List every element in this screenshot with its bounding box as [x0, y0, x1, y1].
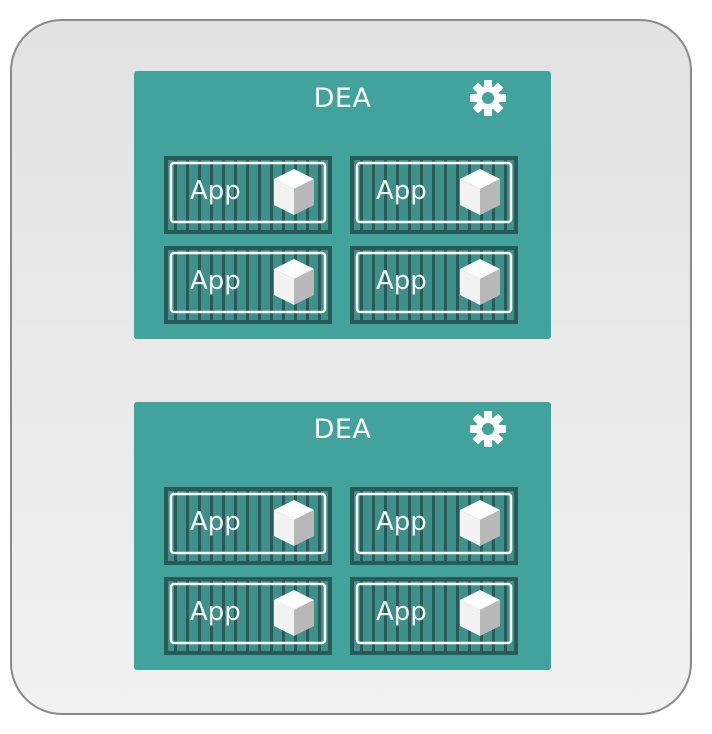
- app-container: App: [350, 487, 518, 565]
- cube-icon: [274, 590, 314, 636]
- cube-icon: [274, 500, 314, 546]
- app-label: App: [190, 176, 241, 206]
- app-label: App: [190, 597, 241, 627]
- gear-icon: [469, 410, 507, 448]
- dea-panel-2: DEA: [134, 402, 551, 670]
- app-label: App: [190, 266, 241, 296]
- app-label: App: [376, 597, 427, 627]
- app-container: App: [164, 487, 332, 565]
- dea-title: DEA: [313, 83, 372, 114]
- app-container: App: [350, 246, 518, 324]
- app-container: App: [164, 156, 332, 234]
- dea-title: DEA: [313, 414, 372, 445]
- app-label: App: [376, 176, 427, 206]
- app-label: App: [376, 266, 427, 296]
- dea-panel-1: DEA: [134, 71, 551, 339]
- cube-icon: [460, 259, 500, 305]
- cube-icon: [460, 500, 500, 546]
- cube-icon: [274, 259, 314, 305]
- app-container: App: [350, 577, 518, 655]
- gear-icon: [469, 79, 507, 117]
- app-label: App: [376, 507, 427, 537]
- cube-icon: [460, 590, 500, 636]
- app-container: App: [350, 156, 518, 234]
- cube-icon: [460, 169, 500, 215]
- app-label: App: [190, 507, 241, 537]
- app-container: App: [164, 246, 332, 324]
- cube-icon: [274, 169, 314, 215]
- app-container: App: [164, 577, 332, 655]
